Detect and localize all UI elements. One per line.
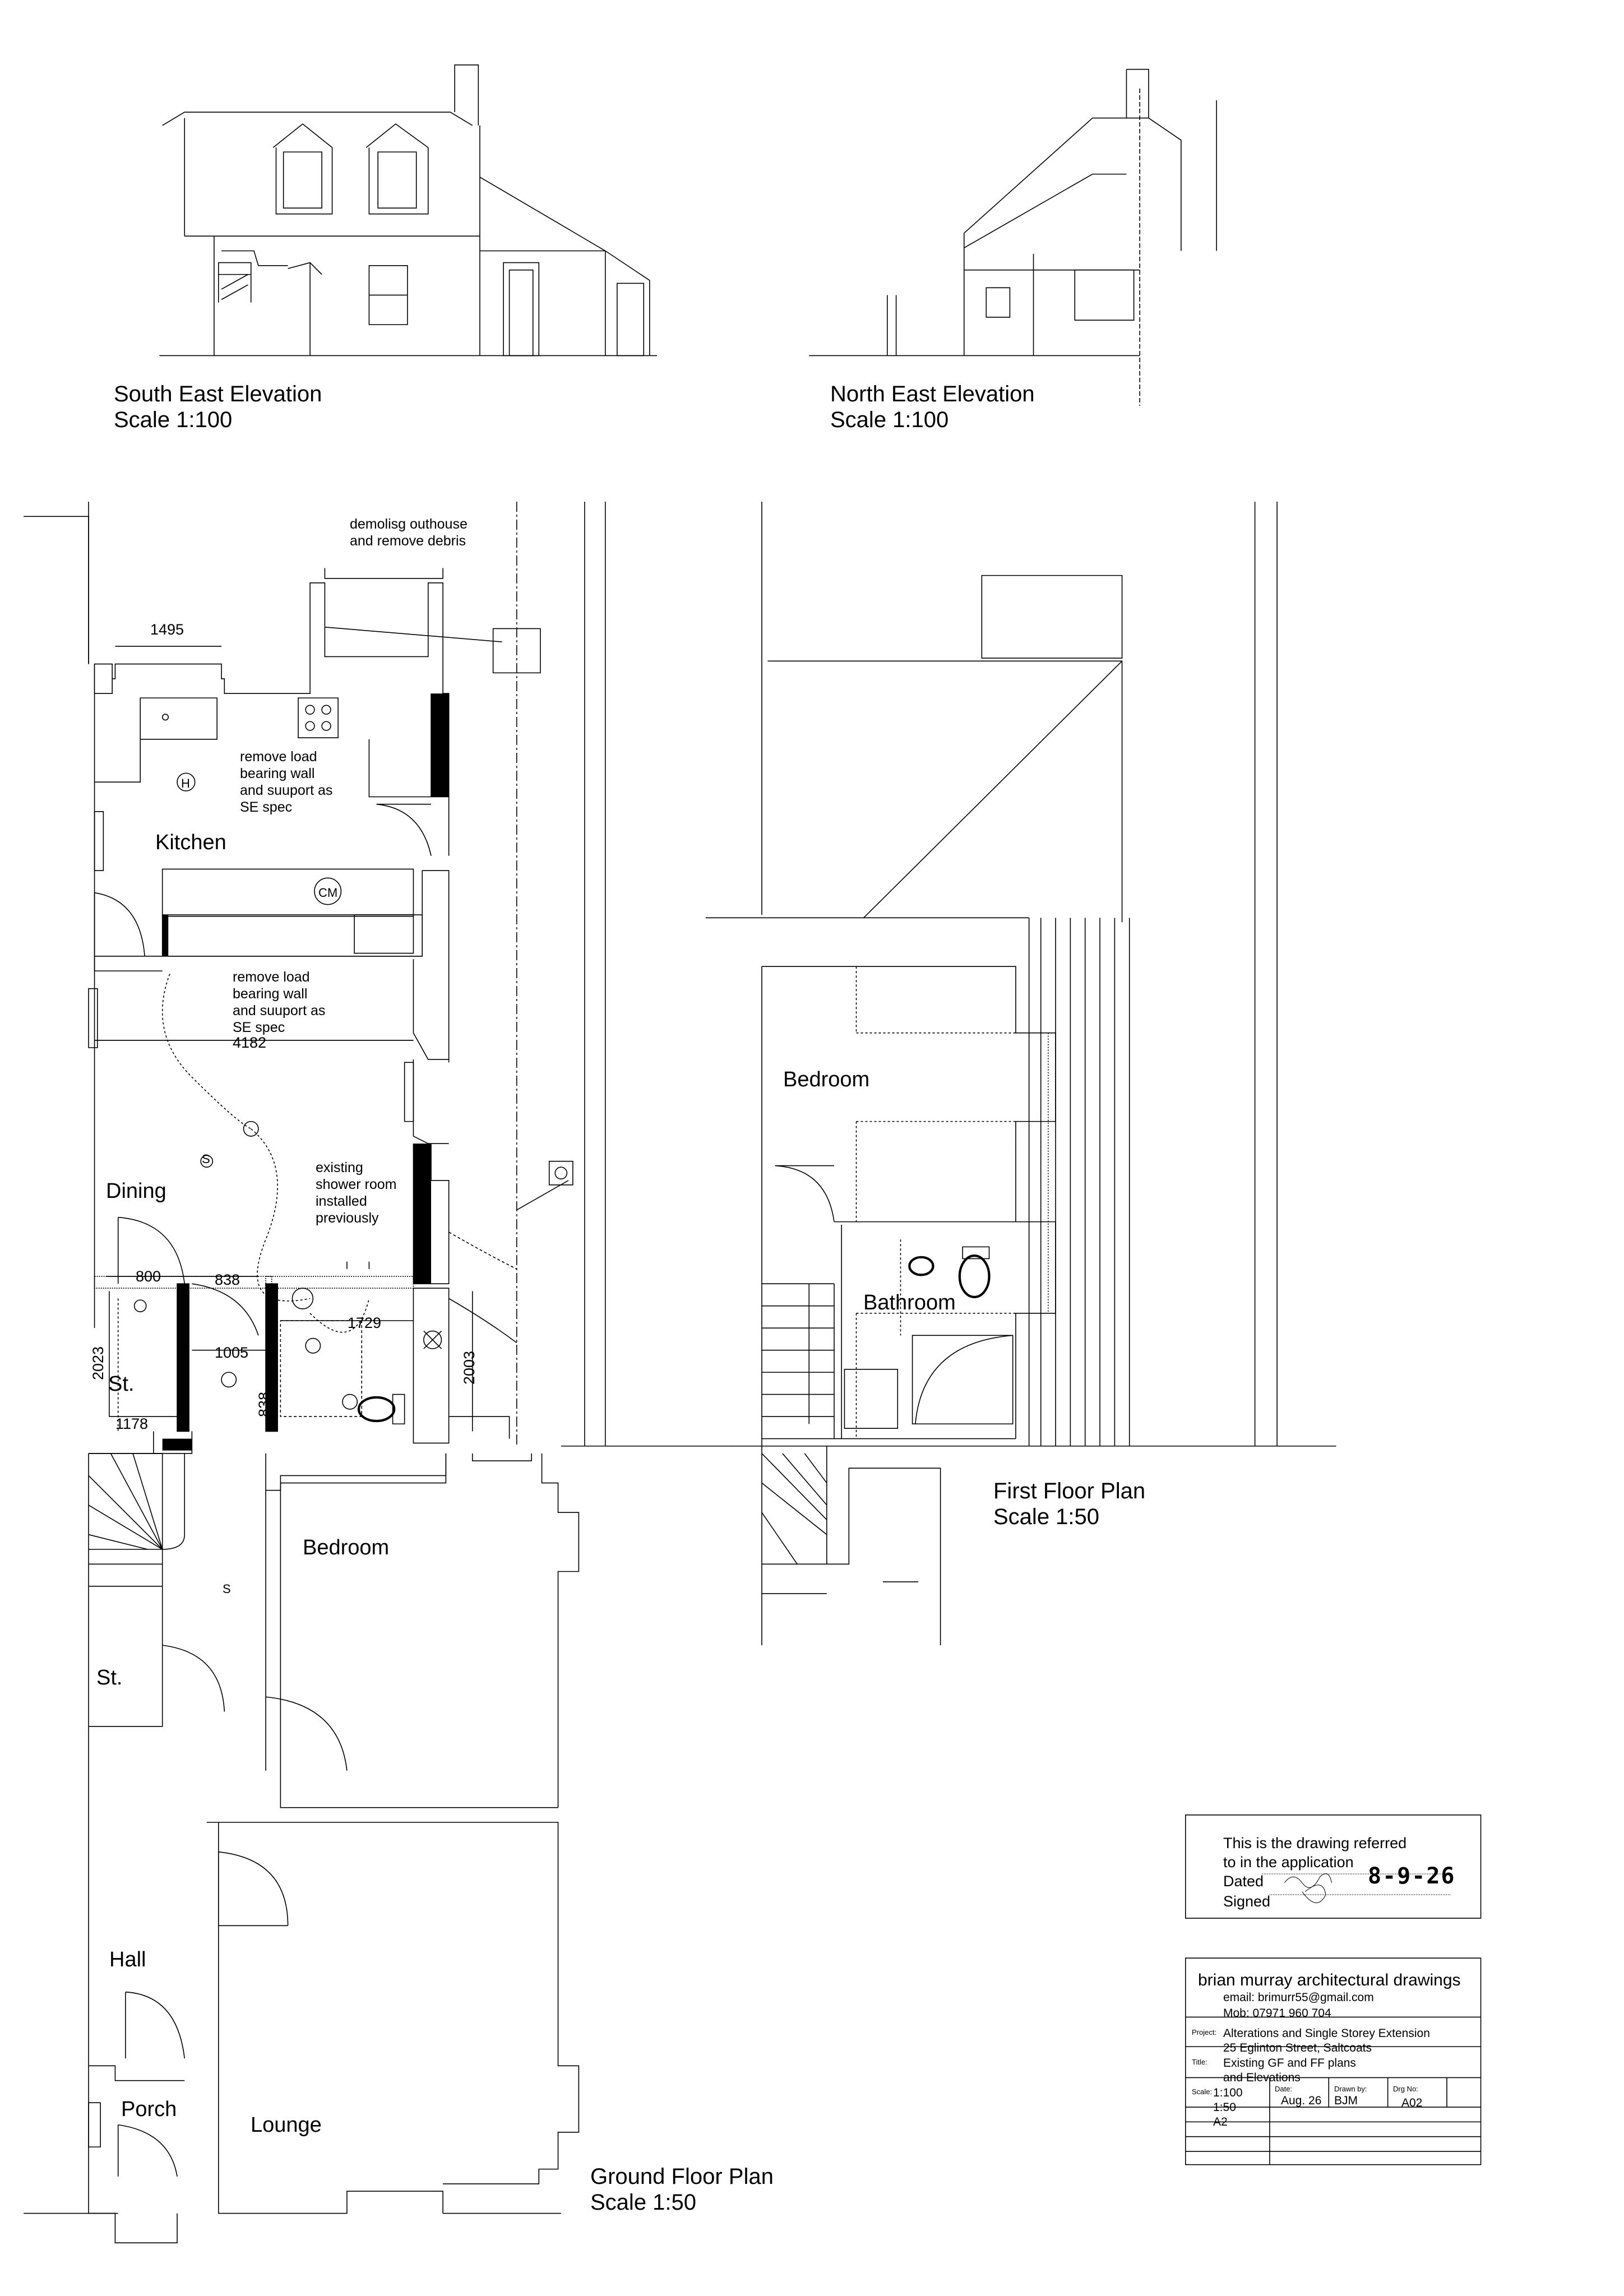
certificate-box — [1186, 1815, 1481, 1918]
room-label-bathroom: Bathroom — [863, 1291, 956, 1314]
dimension-838-vertical: 838 — [256, 1391, 272, 1417]
title-block-drawing-number: A02 — [1401, 2096, 1423, 2109]
title-block-date-label: Date: — [1275, 2085, 1293, 2093]
kitchen-wall-note-2: bearing wall — [240, 766, 315, 781]
room-label-store-lower: St. — [96, 1666, 123, 1689]
title-block-drawn-value: BJM — [1334, 2094, 1358, 2107]
shower-note-1: existing — [316, 1160, 363, 1175]
certificate-dated-value: 8-9-26 — [1368, 1863, 1456, 1889]
south-east-elevation-title: South East Elevation — [114, 382, 322, 406]
dining-wall-note-4: SE spec — [233, 1020, 285, 1035]
shower-note-2: shower room — [316, 1177, 397, 1192]
title-block-mobile: Mob: 07971 960 704 — [1223, 2007, 1331, 2020]
title-block-title-line-2: and Elevations — [1223, 2071, 1301, 2084]
title-block-scale-value-2: 1:50 — [1213, 2101, 1236, 2114]
dimension-1178: 1178 — [115, 1415, 149, 1432]
title-block-company: brian murray architectural drawings — [1198, 1971, 1461, 1989]
dimension-1005: 1005 — [215, 1344, 249, 1361]
north-east-elevation-title: North East Elevation — [830, 382, 1035, 406]
first-floor-plan — [706, 502, 1336, 1645]
title-block-scale-value-1: 1:100 — [1213, 2086, 1243, 2099]
kitchen-wall-note-3: and suuport as — [240, 783, 333, 798]
title-block-project-line-1: Alterations and Single Storey Extension — [1223, 2027, 1430, 2040]
room-label-store-upper: St. — [108, 1372, 135, 1396]
combi-boiler-symbol: CM — [318, 886, 338, 900]
demolish-note-1: demolisg outhouse — [350, 516, 468, 532]
smoke-detector-symbol-2: S — [223, 1582, 231, 1596]
room-label-porch: Porch — [121, 2098, 177, 2121]
kitchen-wall-note-1: remove load — [240, 749, 317, 765]
first-floor-plan-title: First Floor Plan — [993, 1479, 1146, 1503]
title-block-title-label: Title: — [1192, 2058, 1207, 2066]
dimension-4182: 4182 — [233, 1034, 267, 1051]
shower-note-3: installed — [316, 1193, 367, 1209]
north-east-elevation-scale: Scale 1:100 — [830, 408, 949, 432]
room-label-hall: Hall — [109, 1948, 146, 1971]
certificate-dated-label: Dated — [1223, 1873, 1264, 1890]
dimension-2003: 2003 — [461, 1350, 478, 1385]
room-label-bedroom-ground: Bedroom — [303, 1536, 390, 1559]
certificate-signed-label: Signed — [1223, 1893, 1271, 1910]
north-east-elevation — [809, 70, 1216, 406]
dimension-800: 800 — [136, 1268, 161, 1285]
title-block-drawn-label: Drawn by: — [1334, 2085, 1367, 2093]
title-block-lines — [1186, 1958, 1481, 2165]
dimension-1729: 1729 — [348, 1314, 382, 1331]
dimension-1495: 1495 — [150, 621, 184, 638]
smoke-detector-symbol-1: S — [202, 1152, 210, 1166]
title-block-project-label: Project: — [1192, 2028, 1217, 2036]
south-east-elevation — [159, 65, 657, 356]
kitchen-wall-note-4: SE spec — [240, 799, 293, 815]
cooker-hood-symbol: H — [181, 776, 190, 790]
title-block-project-line-2: 25 Eglinton Street, Saltcoats — [1223, 2042, 1372, 2054]
dining-wall-note-1: remove load — [233, 969, 310, 985]
title-block-title-line-1: Existing GF and FF plans — [1223, 2057, 1356, 2070]
room-label-lounge: Lounge — [251, 2113, 322, 2137]
title-block-date-value: Aug. 26 — [1281, 2094, 1322, 2107]
dining-wall-note-3: and suuport as — [233, 1003, 326, 1019]
dimension-2023: 2023 — [90, 1346, 107, 1380]
dimension-838-horizontal: 838 — [215, 1271, 240, 1288]
ground-floor-plan-title: Ground Floor Plan — [590, 2164, 774, 2189]
certificate-line-1: This is the drawing referred — [1223, 1835, 1407, 1851]
room-label-kitchen: Kitchen — [155, 831, 226, 854]
south-east-elevation-scale: Scale 1:100 — [114, 408, 233, 432]
demolish-note-2: and remove debris — [350, 533, 466, 549]
title-block-paper-size: A2 — [1213, 2116, 1228, 2128]
certificate-line-2: to in the application — [1223, 1854, 1354, 1871]
title-block-email: email: brimurr55@gmail.com — [1223, 1991, 1374, 2004]
room-label-bedroom-first: Bedroom — [783, 1068, 870, 1091]
title-block-scale-label: Scale: — [1192, 2087, 1213, 2096]
dining-wall-note-2: bearing wall — [233, 986, 308, 1002]
first-floor-plan-scale: Scale 1:50 — [993, 1505, 1100, 1529]
shower-note-4: previously — [316, 1210, 379, 1226]
room-label-dining: Dining — [106, 1179, 166, 1203]
title-block-drawing-number-label: Drg No: — [1393, 2085, 1418, 2093]
ground-floor-plan-scale: Scale 1:50 — [590, 2190, 697, 2215]
